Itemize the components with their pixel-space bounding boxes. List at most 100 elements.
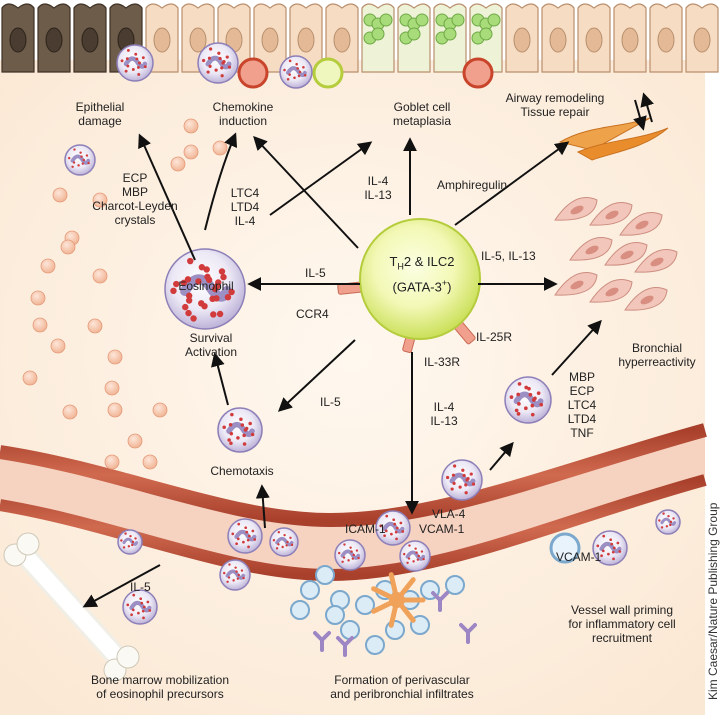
eosinophil-granule [609,538,613,542]
eosinophil-granule [417,554,420,558]
arrow [640,92,654,123]
infiltrate-lymphocyte [300,580,320,600]
eosinophil-granule [216,310,224,318]
eosinophil-granule [240,569,244,572]
eosinophil-granule [215,279,222,286]
leukocyte [549,532,581,564]
eosinophil-granule [182,303,189,311]
vessel-eosinophil [269,527,299,557]
eosinophil-granule [610,542,614,546]
released-granule [92,192,108,208]
eosinophil-granule [466,476,470,481]
eosinophil-granule [288,59,292,63]
vessel-eosinophil [655,509,681,535]
mucus-granule [407,27,421,41]
eosinophil-granule [228,422,233,427]
eosinophil-granule [236,436,240,440]
eosinophil-granule [230,412,234,417]
arrow [253,135,359,249]
eosinophil-granule [607,552,610,556]
eosinophil-granule [139,597,143,601]
lymphocyte [312,57,344,89]
eosinophil-granule [612,557,615,561]
eosinophil-granule [148,609,152,612]
infiltrate-lymphocyte [365,635,385,655]
eosinophil-nucleus [513,391,544,408]
nucleus [640,295,654,305]
eosinophil-granule [227,576,231,579]
infiltrate-lymphocyte [340,620,360,640]
eosinophil-granule [208,64,212,68]
eosinophil-granule [277,543,280,546]
eosinophil-granule [616,541,620,545]
eosinophil-granule [190,315,197,322]
ccr4-label: CCR4 [296,307,329,321]
eosinophil-granule [137,73,141,76]
eosinophil-nucleus [275,536,294,547]
eosinophil-granule [185,297,193,304]
vcam1-center-label: VCAM-1 [419,522,465,536]
arrow [82,564,161,608]
eosinophil-granule [596,544,600,548]
infiltrate-lymphocyte [325,605,345,625]
eosinophil-granule [660,526,664,529]
eosinophil-granule [379,524,383,528]
mucus-granule [371,27,385,41]
antibody-icon [431,591,449,612]
eosinophil-granule [539,402,544,407]
released-granule [183,118,199,134]
eosinophil-granule [201,302,208,310]
eosinophil-granule [469,472,473,476]
eosinophil-granule [414,547,417,550]
eosinophil-granule [245,530,249,534]
eosinophil-granule [295,62,298,66]
eosinophil-granule [530,403,535,408]
eosinophil-granule [239,417,243,422]
eosinophil-granule [82,158,85,162]
eosinophil-granule [338,551,341,555]
nucleus [620,250,634,260]
eosinophil-granule [80,155,83,158]
eosinophil-granule [120,539,123,542]
infiltrate-lymphocyte [290,600,310,620]
released-granule [40,258,56,274]
eosinophil-granule [228,288,235,296]
eosinophil-granule [73,148,76,151]
arrow [255,484,270,529]
il5-il13-label: IL-5, IL-13 [481,249,536,263]
eosinophil-granule [658,519,661,522]
eosinophil-granule [524,385,529,390]
eosinophil-granule [226,580,229,583]
eosinophil-granule [385,514,389,518]
cells [22,42,681,625]
eosinophil-granule [79,151,82,154]
eosinophil-granule [203,266,210,273]
released-granule [50,338,66,354]
eosinophil-granule [297,74,301,78]
eosinophil-granule [225,55,229,59]
tissue-eosinophil [399,540,431,572]
eosinophil-granule [272,539,276,542]
eosinophil-granule [85,154,89,157]
released-granule [104,454,120,470]
eosinophil-granule [222,425,226,430]
eosinophil-granule [395,526,399,530]
nucleus [189,27,207,53]
eosinophil-granule [127,545,131,548]
eosinophil-granule [124,532,127,535]
eosinophil-granule [343,543,346,546]
eosinophil-granule [247,545,250,549]
eosinophil-granule [451,473,456,477]
eosinophil-granule [601,549,605,553]
vla4-label: VLA-4 [432,507,466,521]
eosinophil-granule [126,64,130,68]
eosinophil-right [504,376,552,424]
eosinophil-granule [351,557,355,560]
released-granule [52,187,68,203]
eosinophil-granule [246,538,250,542]
eosinophil-nucleus [660,517,677,526]
